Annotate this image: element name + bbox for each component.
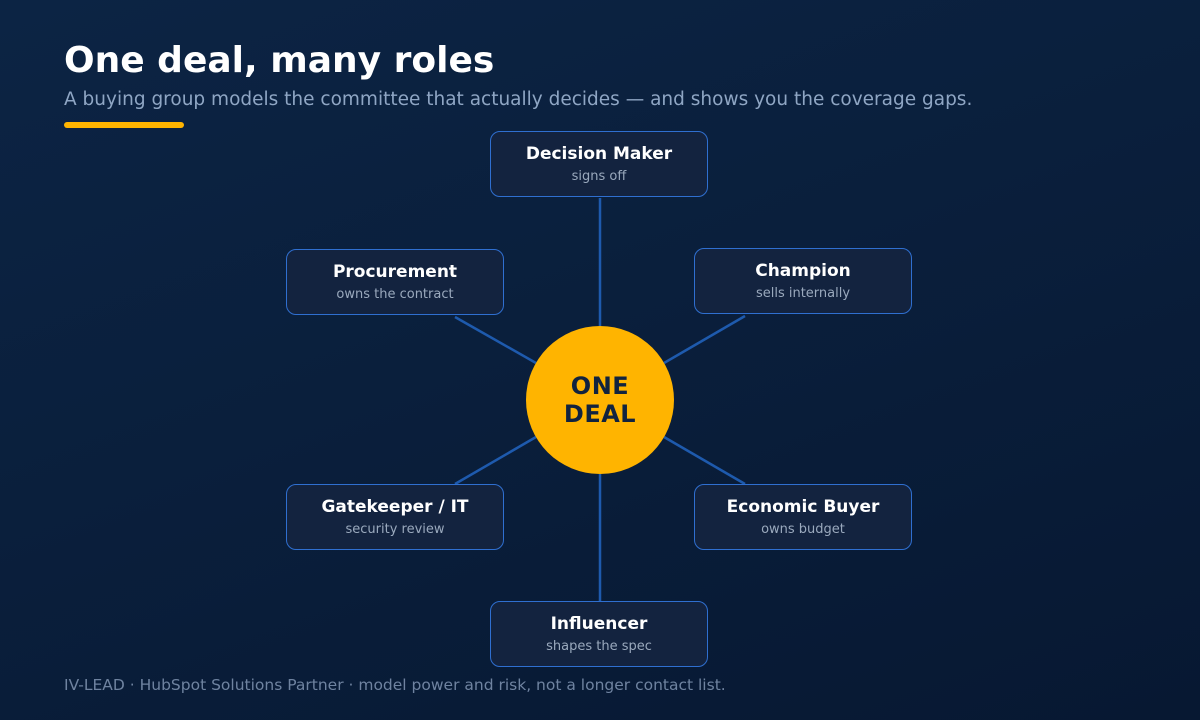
role-name: Champion	[755, 261, 851, 281]
page-subtitle: A buying group models the committee that…	[64, 89, 973, 110]
hub-one-deal: ONE DEAL	[526, 326, 674, 474]
role-champion: Champion sells internally	[694, 248, 912, 314]
role-description: owns the contract	[336, 287, 454, 302]
role-procurement: Procurement owns the contract	[286, 249, 504, 315]
role-gatekeeper-it: Gatekeeper / IT security review	[286, 484, 504, 550]
role-name: Procurement	[332, 262, 458, 282]
role-influencer: Influencer shapes the spec	[490, 601, 708, 667]
role-decision-maker: Decision Maker signs off	[490, 131, 708, 197]
role-name: Influencer	[550, 614, 648, 634]
hub-label-line1: ONE	[570, 372, 630, 400]
title-accent-bar	[64, 122, 184, 128]
role-name: Gatekeeper / IT	[321, 497, 469, 517]
role-name: Decision Maker	[525, 144, 673, 164]
page-title: One deal, many roles	[64, 40, 495, 81]
connector-procurement	[454, 315, 537, 365]
role-description: sells internally	[755, 286, 851, 301]
role-description: shapes the spec	[546, 639, 652, 654]
role-economic-buyer: Economic Buyer owns budget	[694, 484, 912, 550]
role-description: signs off	[571, 169, 627, 184]
hub-label-line2: DEAL	[563, 400, 637, 428]
connector-economic-buyer	[663, 435, 746, 486]
footer-note: IV-LEAD · HubSpot Solutions Partner · mo…	[64, 676, 726, 694]
role-description: owns budget	[761, 522, 845, 537]
role-name: Economic Buyer	[726, 497, 880, 517]
connector-champion	[663, 314, 746, 365]
connector-gatekeeper	[454, 435, 537, 486]
role-description: security review	[345, 522, 445, 537]
